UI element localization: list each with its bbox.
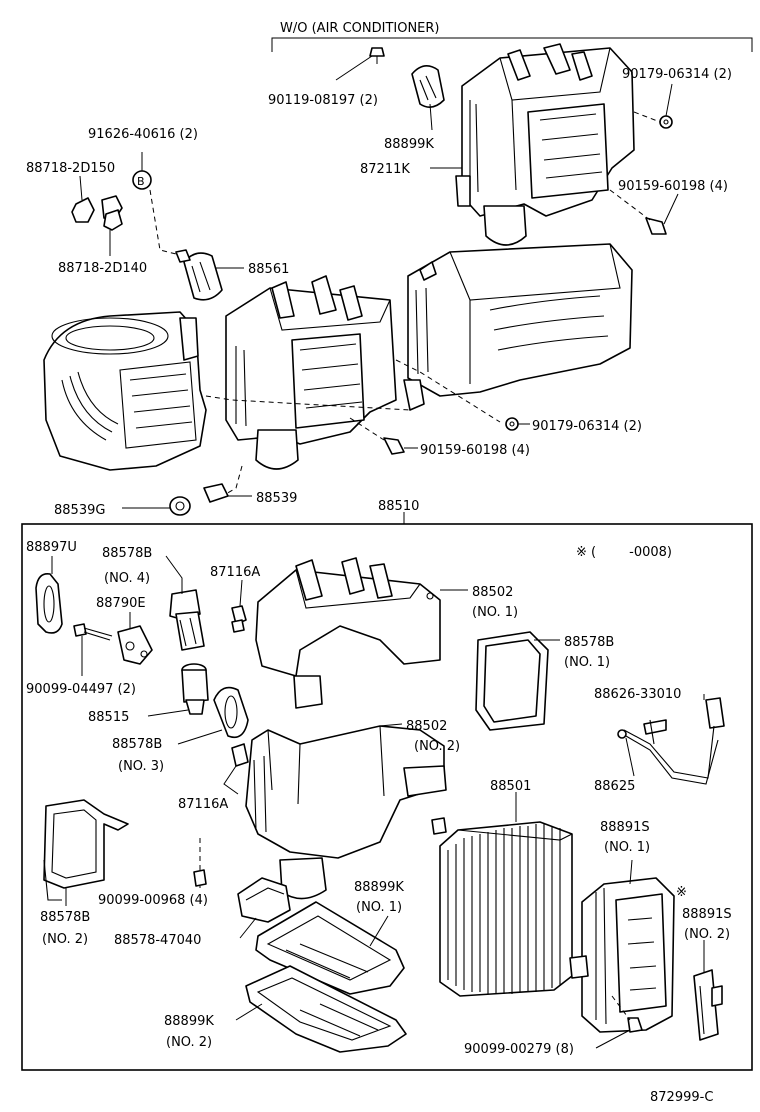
heater-case-middle-illustration xyxy=(225,275,397,470)
label-88502-no2: 88502 xyxy=(406,719,447,734)
label-88578b-no2: 88578B xyxy=(40,910,90,925)
nut-90179-06314-mid xyxy=(505,417,519,431)
case-88502-no2 xyxy=(245,725,447,900)
part-labels: 90119-08197 (2) 88899K 87211K 90179-0631… xyxy=(26,67,732,1105)
clip-91626-40616: B xyxy=(132,170,152,190)
sensor-88515 xyxy=(181,663,209,715)
heater-core-case-illustration xyxy=(403,243,633,411)
label-88897u: 88897U xyxy=(26,540,77,555)
label-footnote: ※ ( -0008) xyxy=(576,545,672,560)
clip-87116a-mid xyxy=(231,743,249,767)
label-88626-33010: 88626-33010 xyxy=(594,687,681,702)
label-88578-47040: 88578-47040 xyxy=(114,933,201,948)
label-87116a-top: 87116A xyxy=(210,565,260,580)
cover-88899k-no2 xyxy=(245,965,407,1053)
label-88502-no2-sub: (NO. 2) xyxy=(414,739,460,754)
label-88899k-no1: 88899K xyxy=(354,880,404,895)
label-90159-60198-top: 90159-60198 (4) xyxy=(618,179,728,194)
label-88899k-no2-sub: (NO. 2) xyxy=(166,1035,212,1050)
label-90099-04497: 90099-04497 (2) xyxy=(26,682,136,697)
heater-unit-top-illustration xyxy=(455,43,635,246)
label-88578b-no1-sub: (NO. 1) xyxy=(564,655,610,670)
label-87211k: 87211K xyxy=(360,162,410,177)
actuator-88561 xyxy=(175,249,223,301)
label-88578b-no2-sub: (NO. 2) xyxy=(42,932,88,947)
seal-88578b-no1 xyxy=(475,631,549,731)
label-88891s-no1-sub: (NO. 1) xyxy=(604,840,650,855)
nut-90179-06314-top xyxy=(659,115,673,129)
thermistor-88625 xyxy=(617,725,719,785)
variant-bracket: W/O (AIR CONDITIONER) xyxy=(271,21,753,52)
screw-90099-00279 xyxy=(611,995,643,1033)
label-88515: 88515 xyxy=(88,710,129,725)
label-88578b-no3-sub: (NO. 3) xyxy=(118,759,164,774)
screw-90099-04497 xyxy=(73,623,113,641)
bracket-88718-2d140 xyxy=(103,209,123,231)
label-90179-06314-mid: 90179-06314 (2) xyxy=(532,419,642,434)
label-88539g: 88539G xyxy=(54,503,105,518)
label-88891s-no2: 88891S xyxy=(682,907,732,922)
grommet-88539g xyxy=(169,496,191,516)
label-88891s-no2-mark: ※ xyxy=(676,885,687,900)
evaporator-88501 xyxy=(431,817,573,997)
seal-88578b-no3 xyxy=(213,686,249,739)
label-assembly-88510: 88510 xyxy=(378,499,419,514)
clip-88790e xyxy=(117,625,153,665)
label-90119-08197: 90119-08197 (2) xyxy=(268,93,378,108)
flap-88899k-top xyxy=(411,65,445,108)
drain-pan-88899k-no1 xyxy=(255,901,405,995)
grommet-88539 xyxy=(203,465,243,503)
label-88578b-no3: 88578B xyxy=(112,737,162,752)
seal-88578b-no4 xyxy=(169,589,205,651)
label-87116a-mid: 87116A xyxy=(178,797,228,812)
label-88718-2d140: 88718-2D140 xyxy=(58,261,147,276)
variant-label: W/O (AIR CONDITIONER) xyxy=(280,21,440,36)
label-90099-00279: 90099-00279 (8) xyxy=(464,1042,574,1057)
blower-housing-illustration xyxy=(43,311,207,471)
label-88578b-no4: 88578B xyxy=(102,546,152,561)
seal-88578b-no2 xyxy=(43,799,129,901)
label-diagram-code: 872999-C xyxy=(650,1090,713,1105)
cap-88578-47040 xyxy=(237,877,291,923)
label-88899k-top: 88899K xyxy=(384,137,434,152)
label-91626-40616: 91626-40616 (2) xyxy=(88,127,198,142)
label-88625: 88625 xyxy=(594,779,635,794)
label-88899k-no1-sub: (NO. 1) xyxy=(356,900,402,915)
assembly-frame xyxy=(21,523,753,1071)
screw-90119-08197 xyxy=(369,47,385,64)
label-88790e: 88790E xyxy=(96,596,146,611)
label-90099-00968: 90099-00968 (4) xyxy=(98,893,208,908)
case-88502-no1 xyxy=(255,557,441,709)
label-88502-no1: 88502 xyxy=(472,585,513,600)
label-88899k-no2: 88899K xyxy=(164,1014,214,1029)
actuator-88891s-no1 xyxy=(569,877,675,1033)
actuator-88891s-no2 xyxy=(693,969,723,1041)
label-88539: 88539 xyxy=(256,491,297,506)
screw-90159-60198-mid xyxy=(349,417,405,455)
screw-90099-00968 xyxy=(193,838,207,887)
label-90159-60198-mid: 90159-60198 (4) xyxy=(420,443,530,458)
label-88578b-no4-sub: (NO. 4) xyxy=(104,571,150,586)
sensor-88626-33010 xyxy=(643,697,725,745)
label-88891s-no1: 88891S xyxy=(600,820,650,835)
label-88578b-no1: 88578B xyxy=(564,635,614,650)
label-88502-no1-sub: (NO. 1) xyxy=(472,605,518,620)
label-88561: 88561 xyxy=(248,262,289,277)
label-88891s-no2-sub: (NO. 2) xyxy=(684,927,730,942)
callout-b: B xyxy=(137,175,145,188)
screw-90159-60198-top xyxy=(609,189,667,235)
label-88501: 88501 xyxy=(490,779,531,794)
label-90179-06314-top: 90179-06314 (2) xyxy=(622,67,732,82)
label-88718-2d150: 88718-2D150 xyxy=(26,161,115,176)
clip-87116a-top xyxy=(231,605,247,633)
grommet-88897u xyxy=(35,572,63,634)
